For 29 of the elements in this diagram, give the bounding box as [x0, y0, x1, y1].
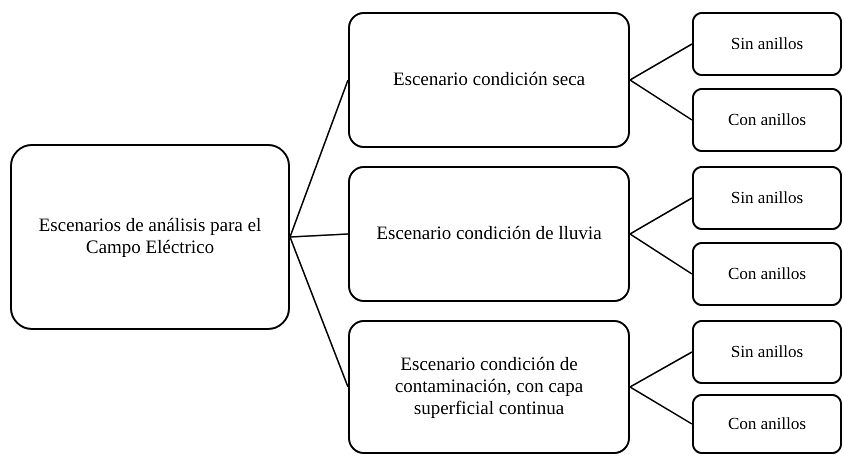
- box-label: Sin anillos: [730, 34, 804, 54]
- rounded-box: [692, 320, 842, 384]
- box-label: Con anillos: [727, 264, 807, 284]
- box-label: Sin anillos: [730, 342, 804, 362]
- connector-line: [630, 351, 692, 388]
- connector-line: [289, 236, 349, 388]
- connector-line: [290, 233, 348, 238]
- box-label: Con anillos: [727, 110, 807, 130]
- rounded-box: [10, 144, 290, 330]
- rounded-box: [692, 394, 842, 454]
- rounded-box: [692, 242, 842, 306]
- rounded-box: [348, 12, 630, 148]
- box-label: Escenarios de análisis para el Campo Eléctrico: [38, 215, 262, 259]
- box-label: Escenario condición seca: [392, 69, 586, 91]
- connector-line: [630, 79, 692, 121]
- box-label: Escenario condición de lluvia: [375, 223, 603, 245]
- connector-line: [630, 43, 692, 81]
- box-label: Con anillos: [727, 414, 807, 434]
- rounded-box: [692, 166, 842, 230]
- connector-line: [289, 80, 349, 238]
- rounded-box: [692, 88, 842, 152]
- rounded-box: [348, 320, 630, 454]
- connector-line: [630, 197, 692, 235]
- connector-line: [630, 233, 692, 275]
- box-label: Sin anillos: [730, 188, 804, 208]
- rounded-box: [692, 12, 842, 76]
- rounded-box: [348, 166, 630, 302]
- box-label: Escenario condición de contaminación, con capa superficial continua: [394, 354, 584, 420]
- connector-line: [630, 386, 692, 425]
